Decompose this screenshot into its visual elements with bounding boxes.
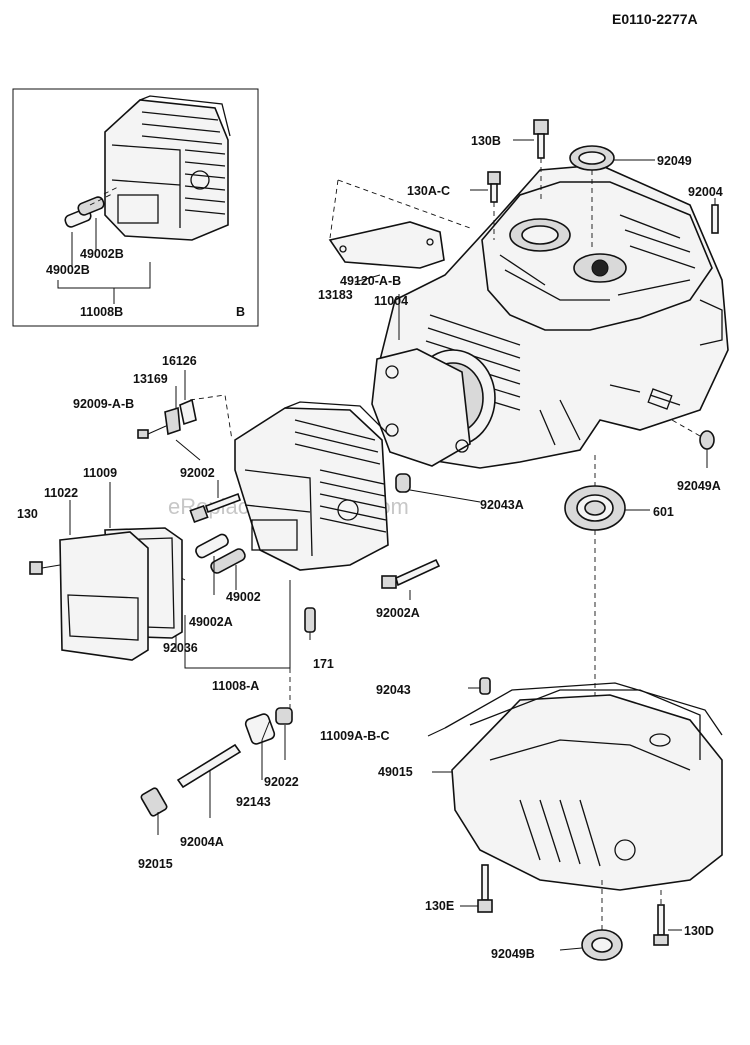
label-92004: 92004 [688,185,723,199]
bolt-130d [653,890,682,946]
label-130e: 130E [425,899,454,913]
label-11009: 11009 [83,466,117,480]
bracket-11008a [184,580,291,669]
label-130b: 130B [471,134,501,148]
label-130d: 130D [684,924,714,938]
inset-cylinder-head [104,95,231,241]
label-13169: 13169 [133,372,168,386]
cover-plate-13183 [328,179,471,269]
label-92004a: 92004A [180,835,224,849]
gasket-11009abc [444,682,723,736]
crankcase-assembly [371,164,729,469]
stud-92004 [711,198,719,234]
cylinder-head-assembly [189,394,391,571]
label-92049b: 92049B [491,947,535,961]
label-92002: 92002 [180,466,215,480]
label-92043: 92043 [376,683,411,697]
bolt-130b [513,119,549,200]
label-130a-c: 130A-C [407,184,450,198]
bolt-92002 [189,480,242,524]
label-92049a: 92049A [677,479,721,493]
oil-pan-assembly [451,677,723,891]
label-13183: 13183 [318,288,353,302]
label-92002a: 92002A [376,606,420,620]
inset-guides [64,185,121,268]
inset-label-49002b-a: 49002B [80,247,124,261]
label-49015: 49015 [378,765,413,779]
label-92015: 92015 [138,857,173,871]
label-11009a-b-c: 11009A-B-C [320,729,389,743]
bolt-92002a [381,558,441,600]
label-49120-a-b: 49120-A-B [340,274,401,288]
bolt-130a-c [470,171,501,240]
label-92049: 92049 [657,154,692,168]
bolt-130e [460,864,493,913]
inset-corner-label: B [236,305,245,319]
spark-plug-hardware [140,707,293,835]
label-11004: 11004 [374,294,408,308]
label-171: 171 [313,657,334,671]
diagram-id: E0110-2277A [612,11,698,27]
label-49002: 49002 [226,590,261,604]
dowel-92043a [395,473,481,503]
rocker-cover-assembly [29,482,183,661]
inset-label-11008b: 11008B [80,305,123,319]
label-130: 130 [17,507,38,521]
inset-frame [12,88,259,327]
valve-guides [175,533,246,650]
seal-92049 [569,145,655,250]
label-92022: 92022 [264,775,299,789]
inset-label-49002b-b: 49002B [46,263,90,277]
label-49002a: 49002A [189,615,233,629]
label-92143: 92143 [236,795,271,809]
label-92043a: 92043A [480,498,524,512]
label-16126: 16126 [162,354,197,368]
label-92036: 92036 [163,641,198,655]
label-11008-a: 11008-A [212,679,259,693]
seal-92049b [559,880,623,961]
breather-hardware [137,370,197,439]
label-92009-a-b: 92009-A-B [73,397,134,411]
seal-92049a [671,419,715,468]
label-601: 601 [653,505,674,519]
part-171 [304,607,316,640]
label-11022: 11022 [44,486,78,500]
inset-detail-b: 49002B 49002B 11008B B [12,88,259,327]
